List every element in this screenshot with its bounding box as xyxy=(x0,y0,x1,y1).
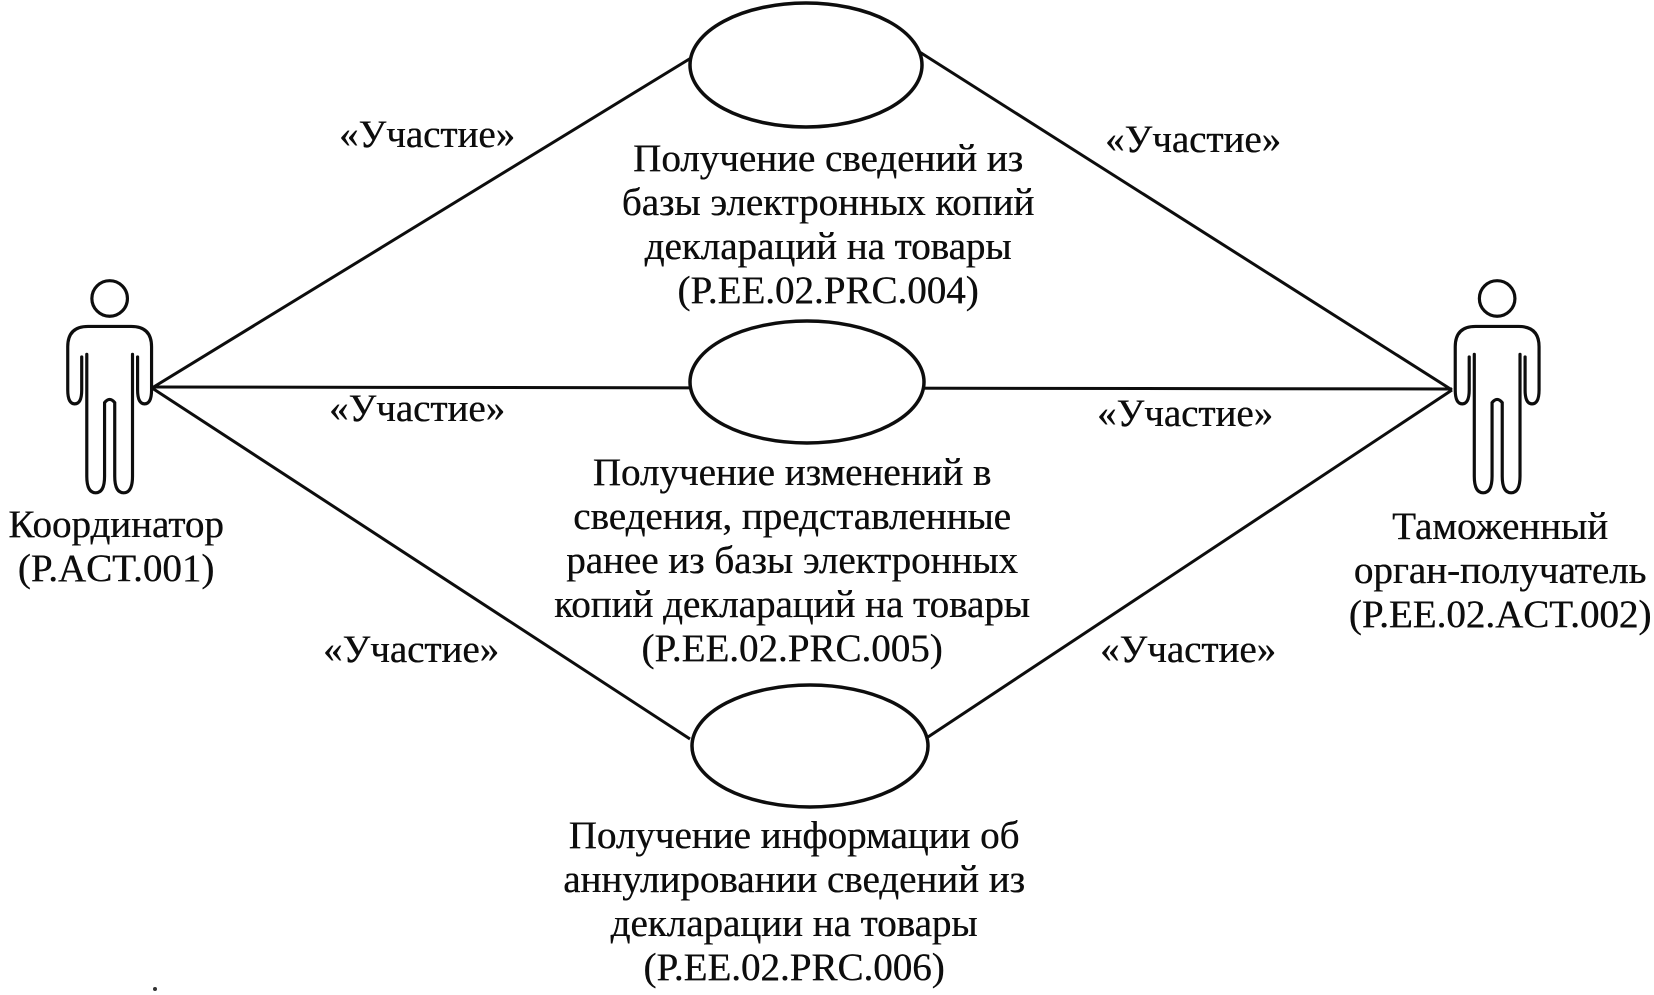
actor-left-person-icon xyxy=(66,279,154,495)
use-case-label-middle: Получение изменений в сведения, представ… xyxy=(554,451,1030,670)
edge-label-bottom-left: «Участие» xyxy=(322,628,500,671)
use-case-label-top: Получение сведений из базы электронных к… xyxy=(621,137,1035,312)
edge-label-middle-right: «Участие» xyxy=(1096,392,1274,435)
actor-right-id: (P.EE.02.ACT.002) xyxy=(1348,593,1652,636)
edge-label-top-left: «Участие» xyxy=(338,113,516,156)
association-line-bottom-left xyxy=(151,386,691,741)
use-case-ellipse-bottom xyxy=(690,683,930,809)
association-line-top-right xyxy=(917,49,1453,392)
association-line-bottom-right xyxy=(927,388,1453,739)
actor-right-name: Таможенный орган-получатель xyxy=(1353,505,1647,592)
scan-artifact-dot xyxy=(153,987,157,991)
use-case-ellipse-top xyxy=(688,1,924,129)
actor-left-label: Координатор (P.ACT.001) xyxy=(8,503,223,591)
actor-right-person-icon xyxy=(1453,279,1541,495)
use-case-label-bottom: Получение информации об аннулировании св… xyxy=(563,814,1025,989)
actor-left-name: Координатор xyxy=(8,503,224,546)
use-case-ellipse-middle xyxy=(688,319,926,445)
edge-label-middle-left: «Участие» xyxy=(328,387,506,430)
edge-label-bottom-right: «Участие» xyxy=(1099,628,1277,671)
actor-right-label: Таможенный орган-получатель (P.EE.02.ACT… xyxy=(1349,505,1652,637)
edge-label-top-right: «Участие» xyxy=(1104,118,1282,161)
actor-left-id: (P.ACT.001) xyxy=(17,547,215,590)
association-line-top-left xyxy=(151,56,692,390)
